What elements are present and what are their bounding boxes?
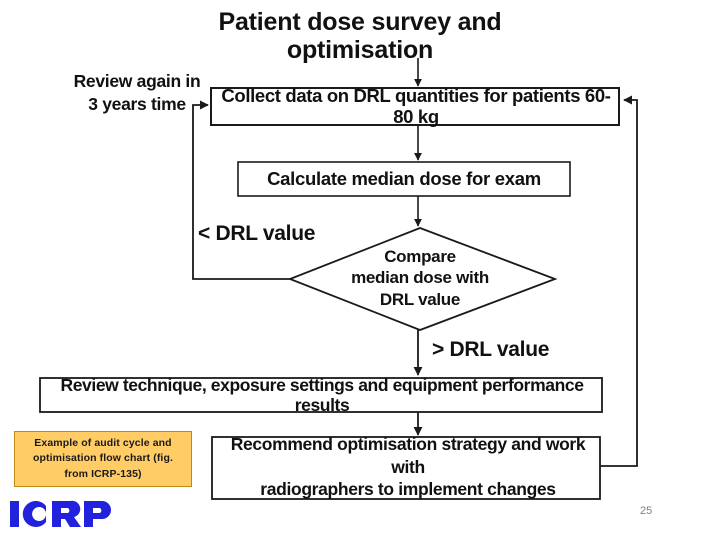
node-calculate-median [237,161,571,197]
node-recommend-optimisation [211,436,601,500]
caption-callout: Example of audit cycle and optimisation … [14,431,192,487]
edge-label-review-again: Review again in 3 years time [73,71,201,114]
node-collect-data [210,87,620,126]
node-review-technique-label: Review technique, exposure settings and … [60,375,584,415]
connector-below-drl-loop [192,100,290,280]
node-recommend-optimisation-label: Recommend optimisation strategy and work… [230,433,586,500]
node-review-technique [39,377,603,413]
page-title: Patient dose survey and optimisation [218,8,502,64]
node-collect-data-label: Collect data on DRL quantities for patie… [221,85,611,127]
page-number: 25 [640,505,653,517]
node-calculate-median-label: Calculate median dose for exam [267,167,541,189]
node-compare-decision-label: Compare median dose with DRL value [351,247,489,309]
edge-label-below-drl: < DRL value [198,222,316,245]
node-compare-decision [287,227,558,331]
caption-text: Example of audit cycle and optimisation … [33,437,173,480]
connector-recommend-loop [600,95,638,467]
edge-label-above-drl: > DRL value [432,338,550,361]
icrp-logo [10,500,111,527]
